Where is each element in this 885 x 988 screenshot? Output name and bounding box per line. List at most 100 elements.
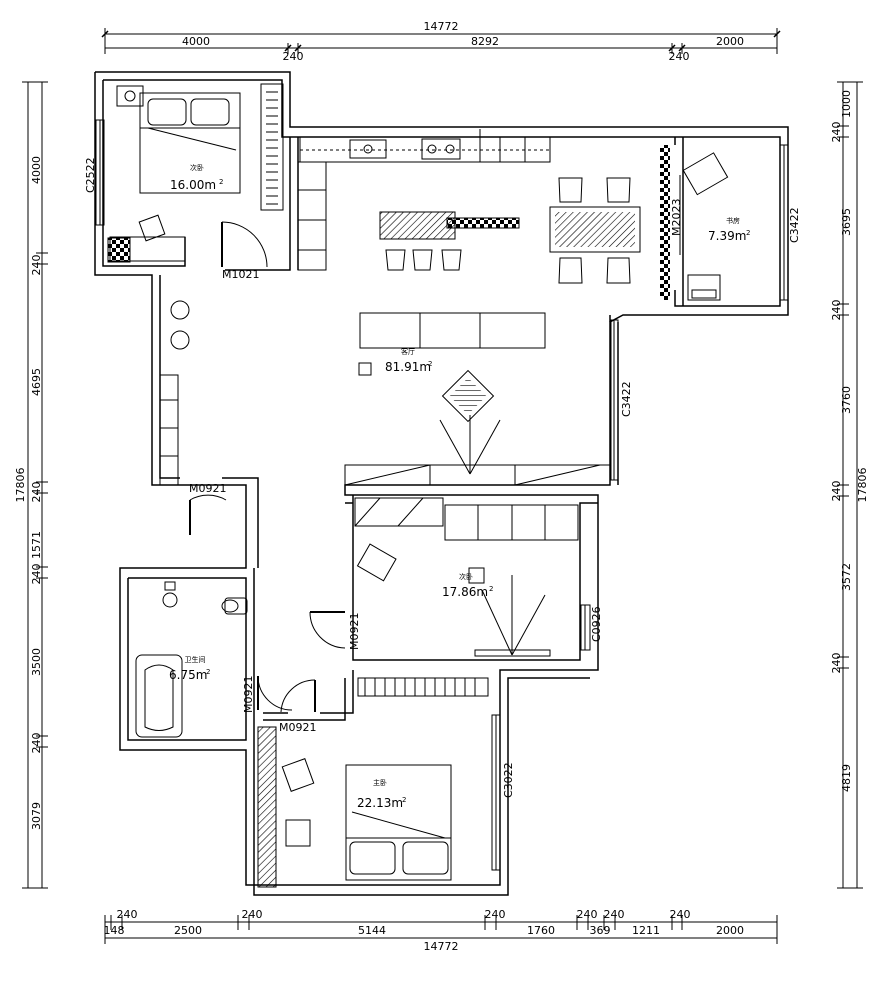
dim-top-seg-1: 4000 <box>182 35 210 48</box>
room-name-study: 书房 <box>726 216 740 225</box>
door-label-master: M0921 <box>279 721 317 734</box>
dim-right-seg-8: 240 <box>830 653 843 674</box>
dim-left-seg-6: 240 <box>30 564 43 585</box>
chair-nw <box>138 214 166 242</box>
room-area-bedroom-center: 17.86m <box>442 585 488 599</box>
window-label-bed1: C2522 <box>84 157 97 193</box>
plant-hall-2-icon <box>170 330 190 350</box>
wardrobe-nw <box>260 83 284 211</box>
room-area-sup-study: 2 <box>746 229 750 237</box>
tv-cabinet <box>344 415 611 486</box>
window-label-master: C3022 <box>502 762 515 798</box>
dim-left-seg-4: 240 <box>30 482 43 503</box>
dim-bottom-wall-3: 240 <box>485 908 506 921</box>
room-area-study: 7.39m <box>708 229 746 243</box>
dim-top-wall-2: 240 <box>669 50 690 63</box>
dim-left-seg-1: 4000 <box>30 156 43 184</box>
dim-right-total: 17806 <box>856 468 869 503</box>
dim-right-seg-9: 4819 <box>840 764 853 792</box>
dining-table <box>549 177 641 284</box>
room-name-bedroom-center: 次卧 <box>459 572 473 581</box>
dim-top-wall-1: 240 <box>283 50 304 63</box>
dim-bottom-total: 14772 <box>424 940 459 953</box>
dim-right-seg-6: 240 <box>830 481 843 502</box>
room-name-bedroom-nw: 次卧 <box>190 163 204 172</box>
furniture <box>107 83 729 888</box>
room-area-sup-living: 2 <box>428 360 432 368</box>
bed-nw <box>139 92 241 194</box>
room-area-master: 22.13m <box>357 796 403 810</box>
door-label-bed1: M1021 <box>222 268 260 281</box>
door-label-bedroom2: M0921 <box>348 613 361 651</box>
dim-left-seg-3: 4695 <box>30 368 43 396</box>
room-area-living: 81.91m <box>385 360 431 374</box>
dim-bottom-wall-5: 240 <box>604 908 625 921</box>
room-area-sup-bedroom-center: 2 <box>489 585 493 593</box>
dim-top-seg-2: 8292 <box>471 35 499 48</box>
dim-top-seg-3: 2000 <box>716 35 744 48</box>
dimension-top <box>101 28 781 54</box>
nightstand-nw <box>116 85 144 107</box>
dim-left-seg-5: 1571 <box>30 531 43 559</box>
bathroom-fixtures <box>135 581 248 738</box>
dim-bottom-wall-4: 240 <box>577 908 598 921</box>
kitchen-counter <box>297 129 551 271</box>
dim-bottom-seg-4: 1760 <box>527 924 555 937</box>
dim-bottom-seg-5: 369 <box>590 924 611 937</box>
kitchen-island <box>379 211 456 240</box>
master-furniture <box>257 677 489 888</box>
sofa <box>359 312 546 349</box>
room-area-sup-bedroom-nw: 2 <box>219 178 223 186</box>
shoe-cabinet <box>159 374 179 486</box>
dim-bottom-seg-6: 1211 <box>632 924 660 937</box>
dim-bottom-seg-3: 5144 <box>358 924 386 937</box>
dim-left-seg-8: 240 <box>30 733 43 754</box>
door-label-study: M2023 <box>670 199 683 237</box>
side-table <box>358 362 372 376</box>
dimension-left <box>22 81 48 889</box>
dim-right-seg-3: 3695 <box>840 208 853 236</box>
dim-top-total: 14772 <box>424 20 459 33</box>
dim-bottom-seg-1: 148 <box>104 924 125 937</box>
openings <box>95 119 789 871</box>
dim-bottom-wall-6: 240 <box>670 908 691 921</box>
dimension-right <box>837 81 863 889</box>
plant-hall-1-icon <box>170 300 190 320</box>
dim-bottom-wall-2: 240 <box>242 908 263 921</box>
window-label-bedroom2: C0926 <box>590 606 603 642</box>
plant-nw-icon <box>107 237 131 263</box>
dim-bottom-seg-2: 2500 <box>174 924 202 937</box>
dim-left-seg-9: 3079 <box>30 802 43 830</box>
coffee-table <box>441 369 495 423</box>
dim-right-seg-1: 240 <box>830 122 843 143</box>
room-area-sup-bathroom: 2 <box>206 668 210 676</box>
window-label-living: C3422 <box>620 381 633 417</box>
room-area-sup-master: 2 <box>402 796 406 804</box>
room-name-master: 主卧 <box>373 778 387 787</box>
window-label-study: C3422 <box>788 207 801 243</box>
door-label-bath: M0921 <box>242 676 255 714</box>
dim-right-seg-4: 240 <box>830 300 843 321</box>
study-furniture <box>660 145 729 301</box>
bar-stools <box>385 249 462 271</box>
door-label-hall: M0921 <box>189 482 227 495</box>
kitchen-bar-top <box>446 217 520 229</box>
dim-left-total: 17806 <box>14 468 27 503</box>
room-name-living: 客厅 <box>401 347 415 356</box>
dim-bottom-wall-1: 240 <box>117 908 138 921</box>
room-area-bedroom-nw: 16.00m <box>170 178 216 192</box>
bedroom-center-furniture <box>354 497 579 657</box>
dim-right-seg-7: 3572 <box>840 563 853 591</box>
dim-right-seg-2: 1000 <box>840 90 853 118</box>
lamp-nw-icon <box>124 90 136 102</box>
dim-left-seg-2: 240 <box>30 255 43 276</box>
dim-right-seg-5: 3760 <box>840 386 853 414</box>
room-labels: 次卧 16.00m 2 书房 7.39m 2 客厅 81.91m 2 次卧 17… <box>169 163 750 810</box>
dim-bottom-seg-7: 2000 <box>716 924 744 937</box>
room-name-bathroom: 卫生间 <box>185 655 206 664</box>
dimension-bottom <box>104 915 778 944</box>
dim-left-seg-7: 3500 <box>30 648 43 676</box>
room-area-bathroom: 6.75m <box>169 668 207 682</box>
